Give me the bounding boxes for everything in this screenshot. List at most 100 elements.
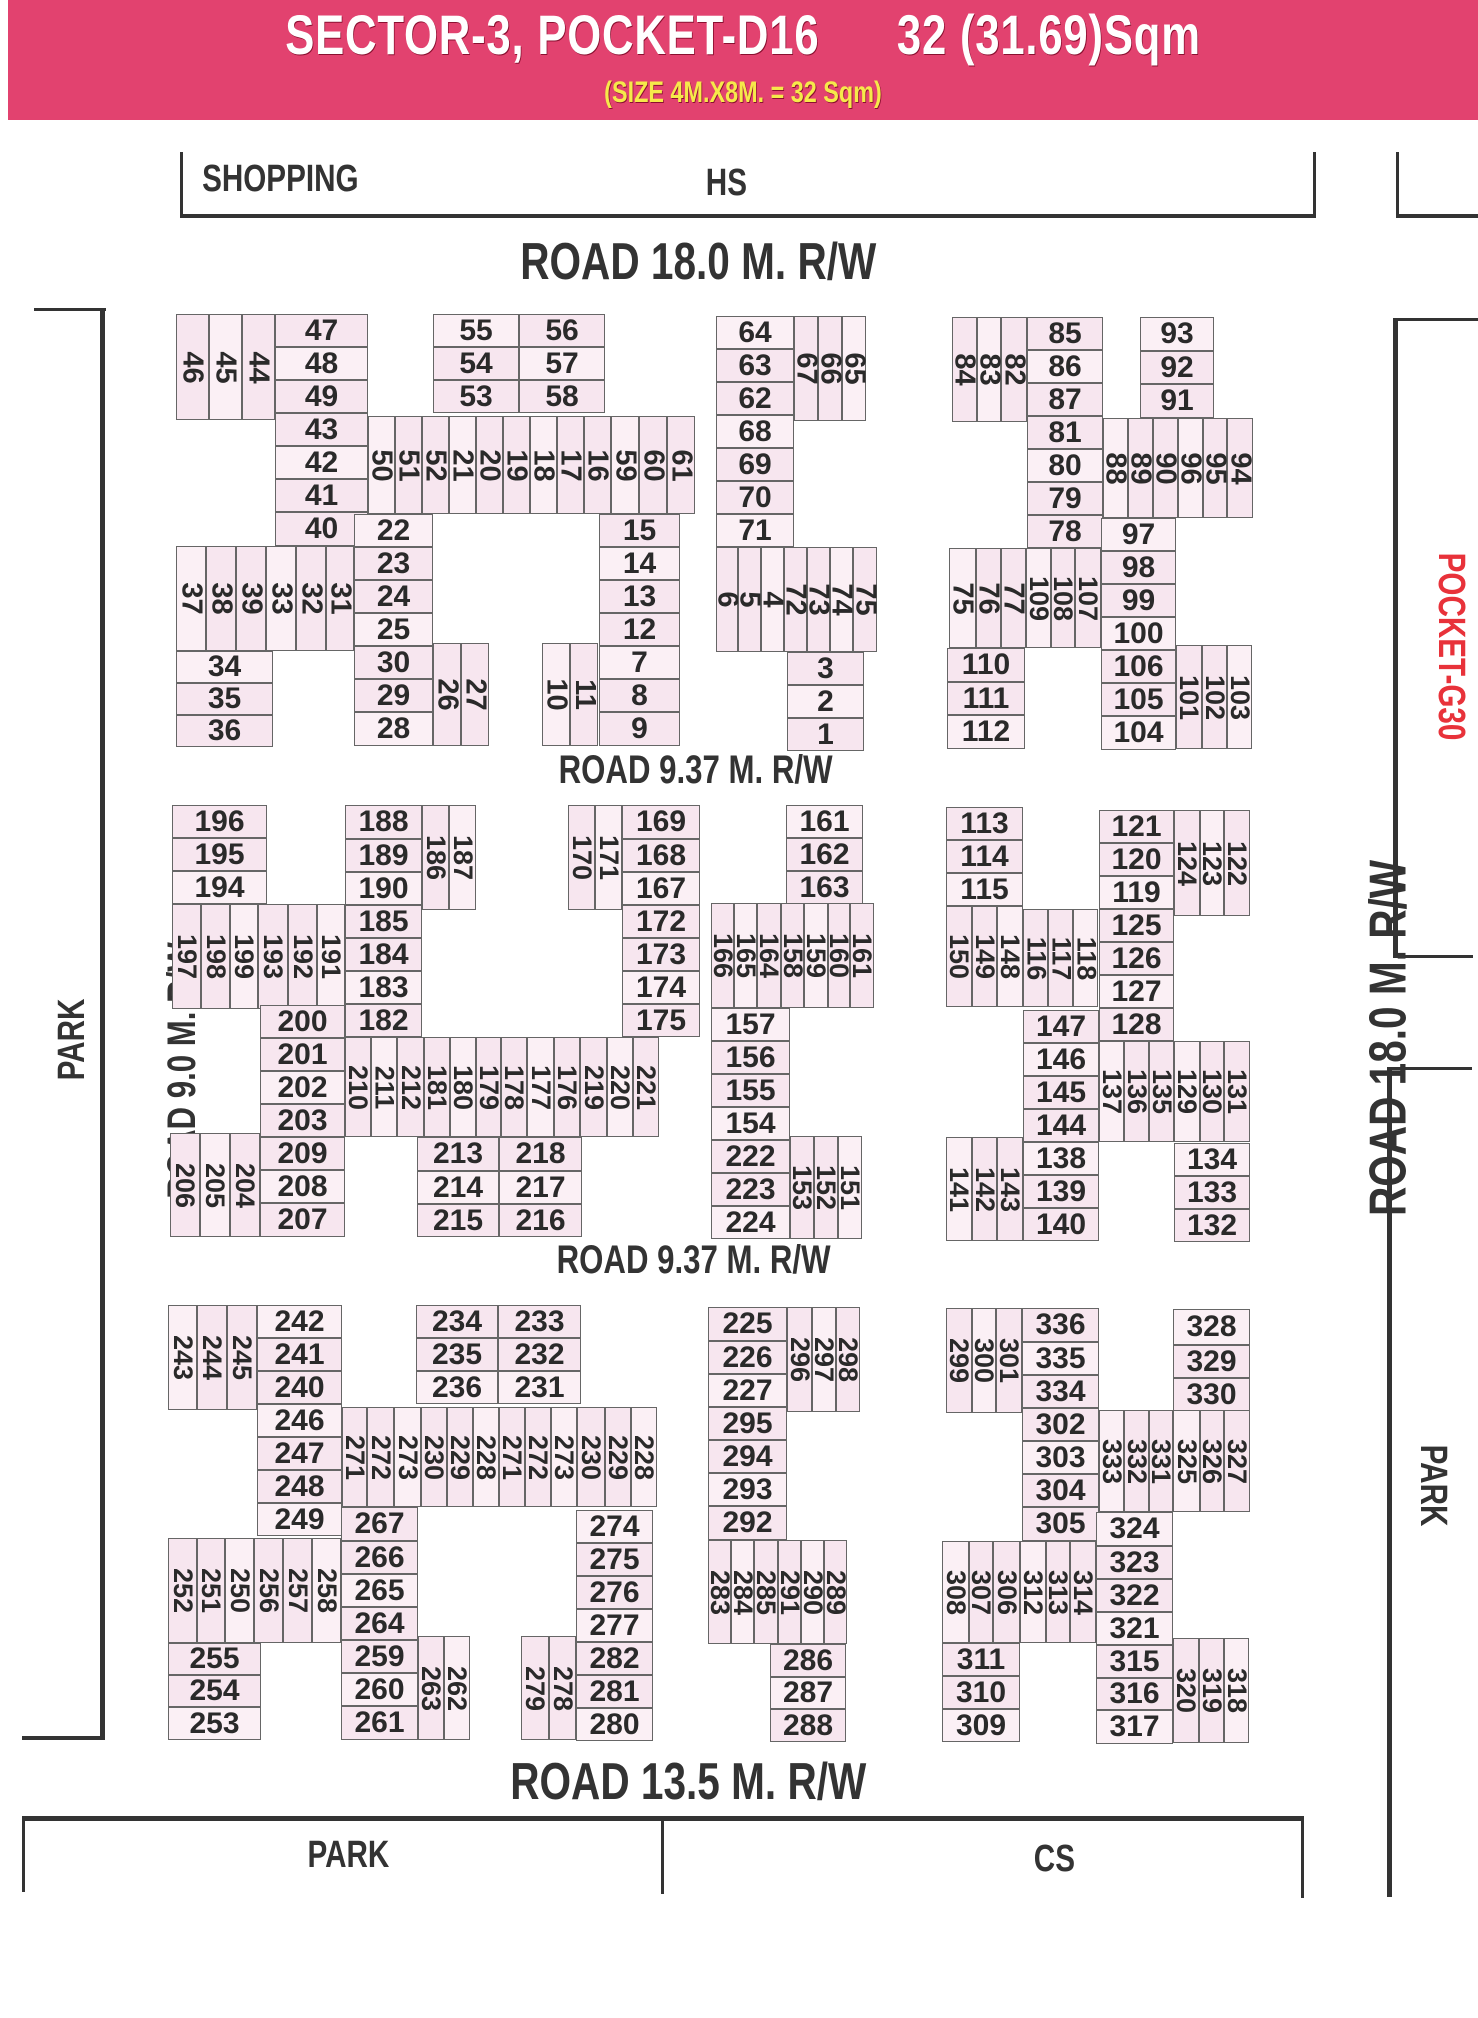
plot-248[interactable]: 248 (257, 1470, 342, 1503)
plot-279[interactable]: 279 (521, 1636, 551, 1740)
plot-140[interactable]: 140 (1023, 1208, 1099, 1241)
plot-23[interactable]: 23 (354, 547, 433, 580)
plot-138[interactable]: 138 (1023, 1142, 1099, 1175)
plot-59[interactable]: 59 (610, 416, 642, 514)
plot-150[interactable]: 150 (945, 906, 975, 1007)
plot-149[interactable]: 149 (970, 906, 1000, 1007)
plot-96[interactable]: 96 (1175, 418, 1207, 518)
plot-37[interactable]: 37 (176, 546, 208, 651)
plot-202[interactable]: 202 (260, 1071, 345, 1104)
plot-299[interactable]: 299 (945, 1308, 975, 1413)
plot-64[interactable]: 64 (716, 316, 794, 349)
plot-40[interactable]: 40 (275, 512, 368, 546)
plot-82[interactable]: 82 (999, 317, 1031, 422)
plot-70[interactable]: 70 (716, 481, 794, 514)
plot-81[interactable]: 81 (1027, 416, 1103, 449)
plot-313[interactable]: 313 (1044, 1541, 1074, 1643)
plot-109[interactable]: 109 (1024, 548, 1054, 648)
plot-102[interactable]: 102 (1200, 645, 1230, 749)
plot-13[interactable]: 13 (599, 580, 680, 613)
plot-30[interactable]: 30 (354, 646, 433, 679)
plot-36[interactable]: 36 (176, 715, 273, 747)
plot-266[interactable]: 266 (341, 1541, 418, 1574)
plot-179[interactable]: 179 (474, 1037, 504, 1137)
plot-168[interactable]: 168 (622, 839, 700, 872)
plot-120[interactable]: 120 (1099, 843, 1174, 876)
plot-232[interactable]: 232 (498, 1338, 581, 1371)
plot-135[interactable]: 135 (1147, 1041, 1177, 1142)
plot-267[interactable]: 267 (341, 1507, 418, 1541)
plot-282[interactable]: 282 (576, 1642, 653, 1675)
plot-61[interactable]: 61 (666, 416, 698, 514)
plot-147[interactable]: 147 (1023, 1010, 1099, 1043)
plot-27[interactable]: 27 (460, 643, 492, 746)
plot-127[interactable]: 127 (1099, 975, 1174, 1008)
plot-249[interactable]: 249 (257, 1503, 342, 1536)
plot-243[interactable]: 243 (168, 1305, 198, 1410)
plot-90[interactable]: 90 (1150, 418, 1182, 518)
plot-302[interactable]: 302 (1022, 1408, 1099, 1441)
plot-105[interactable]: 105 (1101, 683, 1176, 716)
plot-226[interactable]: 226 (708, 1341, 787, 1374)
plot-291[interactable]: 291 (775, 1540, 805, 1644)
plot-107[interactable]: 107 (1074, 548, 1104, 648)
plot-295[interactable]: 295 (708, 1407, 787, 1440)
plot-19[interactable]: 19 (501, 416, 533, 514)
plot-288[interactable]: 288 (770, 1709, 846, 1742)
plot-43[interactable]: 43 (275, 413, 368, 446)
plot-53[interactable]: 53 (433, 380, 519, 413)
plot-75[interactable]: 75 (850, 547, 882, 652)
plot-322[interactable]: 322 (1096, 1579, 1173, 1612)
plot-92[interactable]: 92 (1140, 351, 1214, 384)
plot-198[interactable]: 198 (201, 904, 231, 1009)
plot-298[interactable]: 298 (834, 1307, 864, 1412)
plot-311[interactable]: 311 (942, 1643, 1020, 1676)
plot-48[interactable]: 48 (275, 347, 368, 380)
plot-296[interactable]: 296 (785, 1307, 815, 1412)
plot-228[interactable]: 228 (630, 1407, 660, 1507)
plot-77[interactable]: 77 (998, 548, 1030, 648)
plot-65[interactable]: 65 (839, 316, 871, 421)
plot-233[interactable]: 233 (498, 1305, 581, 1338)
plot-15[interactable]: 15 (599, 514, 680, 547)
plot-4[interactable]: 4 (757, 547, 789, 652)
plot-121[interactable]: 121 (1099, 810, 1174, 843)
plot-192[interactable]: 192 (288, 904, 318, 1009)
plot-54[interactable]: 54 (433, 347, 519, 380)
plot-241[interactable]: 241 (257, 1338, 342, 1371)
plot-252[interactable]: 252 (168, 1538, 198, 1643)
plot-211[interactable]: 211 (370, 1037, 400, 1137)
plot-178[interactable]: 178 (500, 1037, 530, 1137)
plot-316[interactable]: 316 (1096, 1678, 1173, 1710)
plot-165[interactable]: 165 (731, 903, 761, 1008)
plot-201[interactable]: 201 (260, 1038, 345, 1071)
plot-204[interactable]: 204 (230, 1133, 261, 1237)
plot-240[interactable]: 240 (257, 1371, 342, 1404)
plot-97[interactable]: 97 (1101, 518, 1176, 551)
plot-203[interactable]: 203 (260, 1104, 345, 1137)
plot-132[interactable]: 132 (1174, 1209, 1250, 1242)
plot-190[interactable]: 190 (345, 872, 422, 905)
plot-130[interactable]: 130 (1198, 1041, 1228, 1142)
plot-22[interactable]: 22 (354, 514, 433, 547)
plot-172[interactable]: 172 (622, 905, 700, 938)
plot-303[interactable]: 303 (1022, 1441, 1099, 1474)
plot-164[interactable]: 164 (755, 903, 785, 1008)
plot-123[interactable]: 123 (1198, 810, 1228, 916)
plot-79[interactable]: 79 (1027, 482, 1103, 515)
plot-63[interactable]: 63 (716, 349, 794, 382)
plot-32[interactable]: 32 (296, 546, 328, 651)
plot-199[interactable]: 199 (230, 904, 260, 1009)
plot-331[interactable]: 331 (1147, 1410, 1177, 1512)
plot-294[interactable]: 294 (708, 1440, 787, 1473)
plot-51[interactable]: 51 (393, 416, 425, 514)
plot-118[interactable]: 118 (1071, 909, 1101, 1007)
plot-184[interactable]: 184 (345, 938, 422, 971)
plot-50[interactable]: 50 (366, 416, 398, 514)
plot-229[interactable]: 229 (604, 1407, 634, 1507)
plot-332[interactable]: 332 (1122, 1410, 1152, 1512)
plot-254[interactable]: 254 (168, 1675, 261, 1707)
plot-309[interactable]: 309 (942, 1709, 1020, 1742)
plot-136[interactable]: 136 (1122, 1041, 1152, 1142)
plot-255[interactable]: 255 (168, 1643, 261, 1675)
